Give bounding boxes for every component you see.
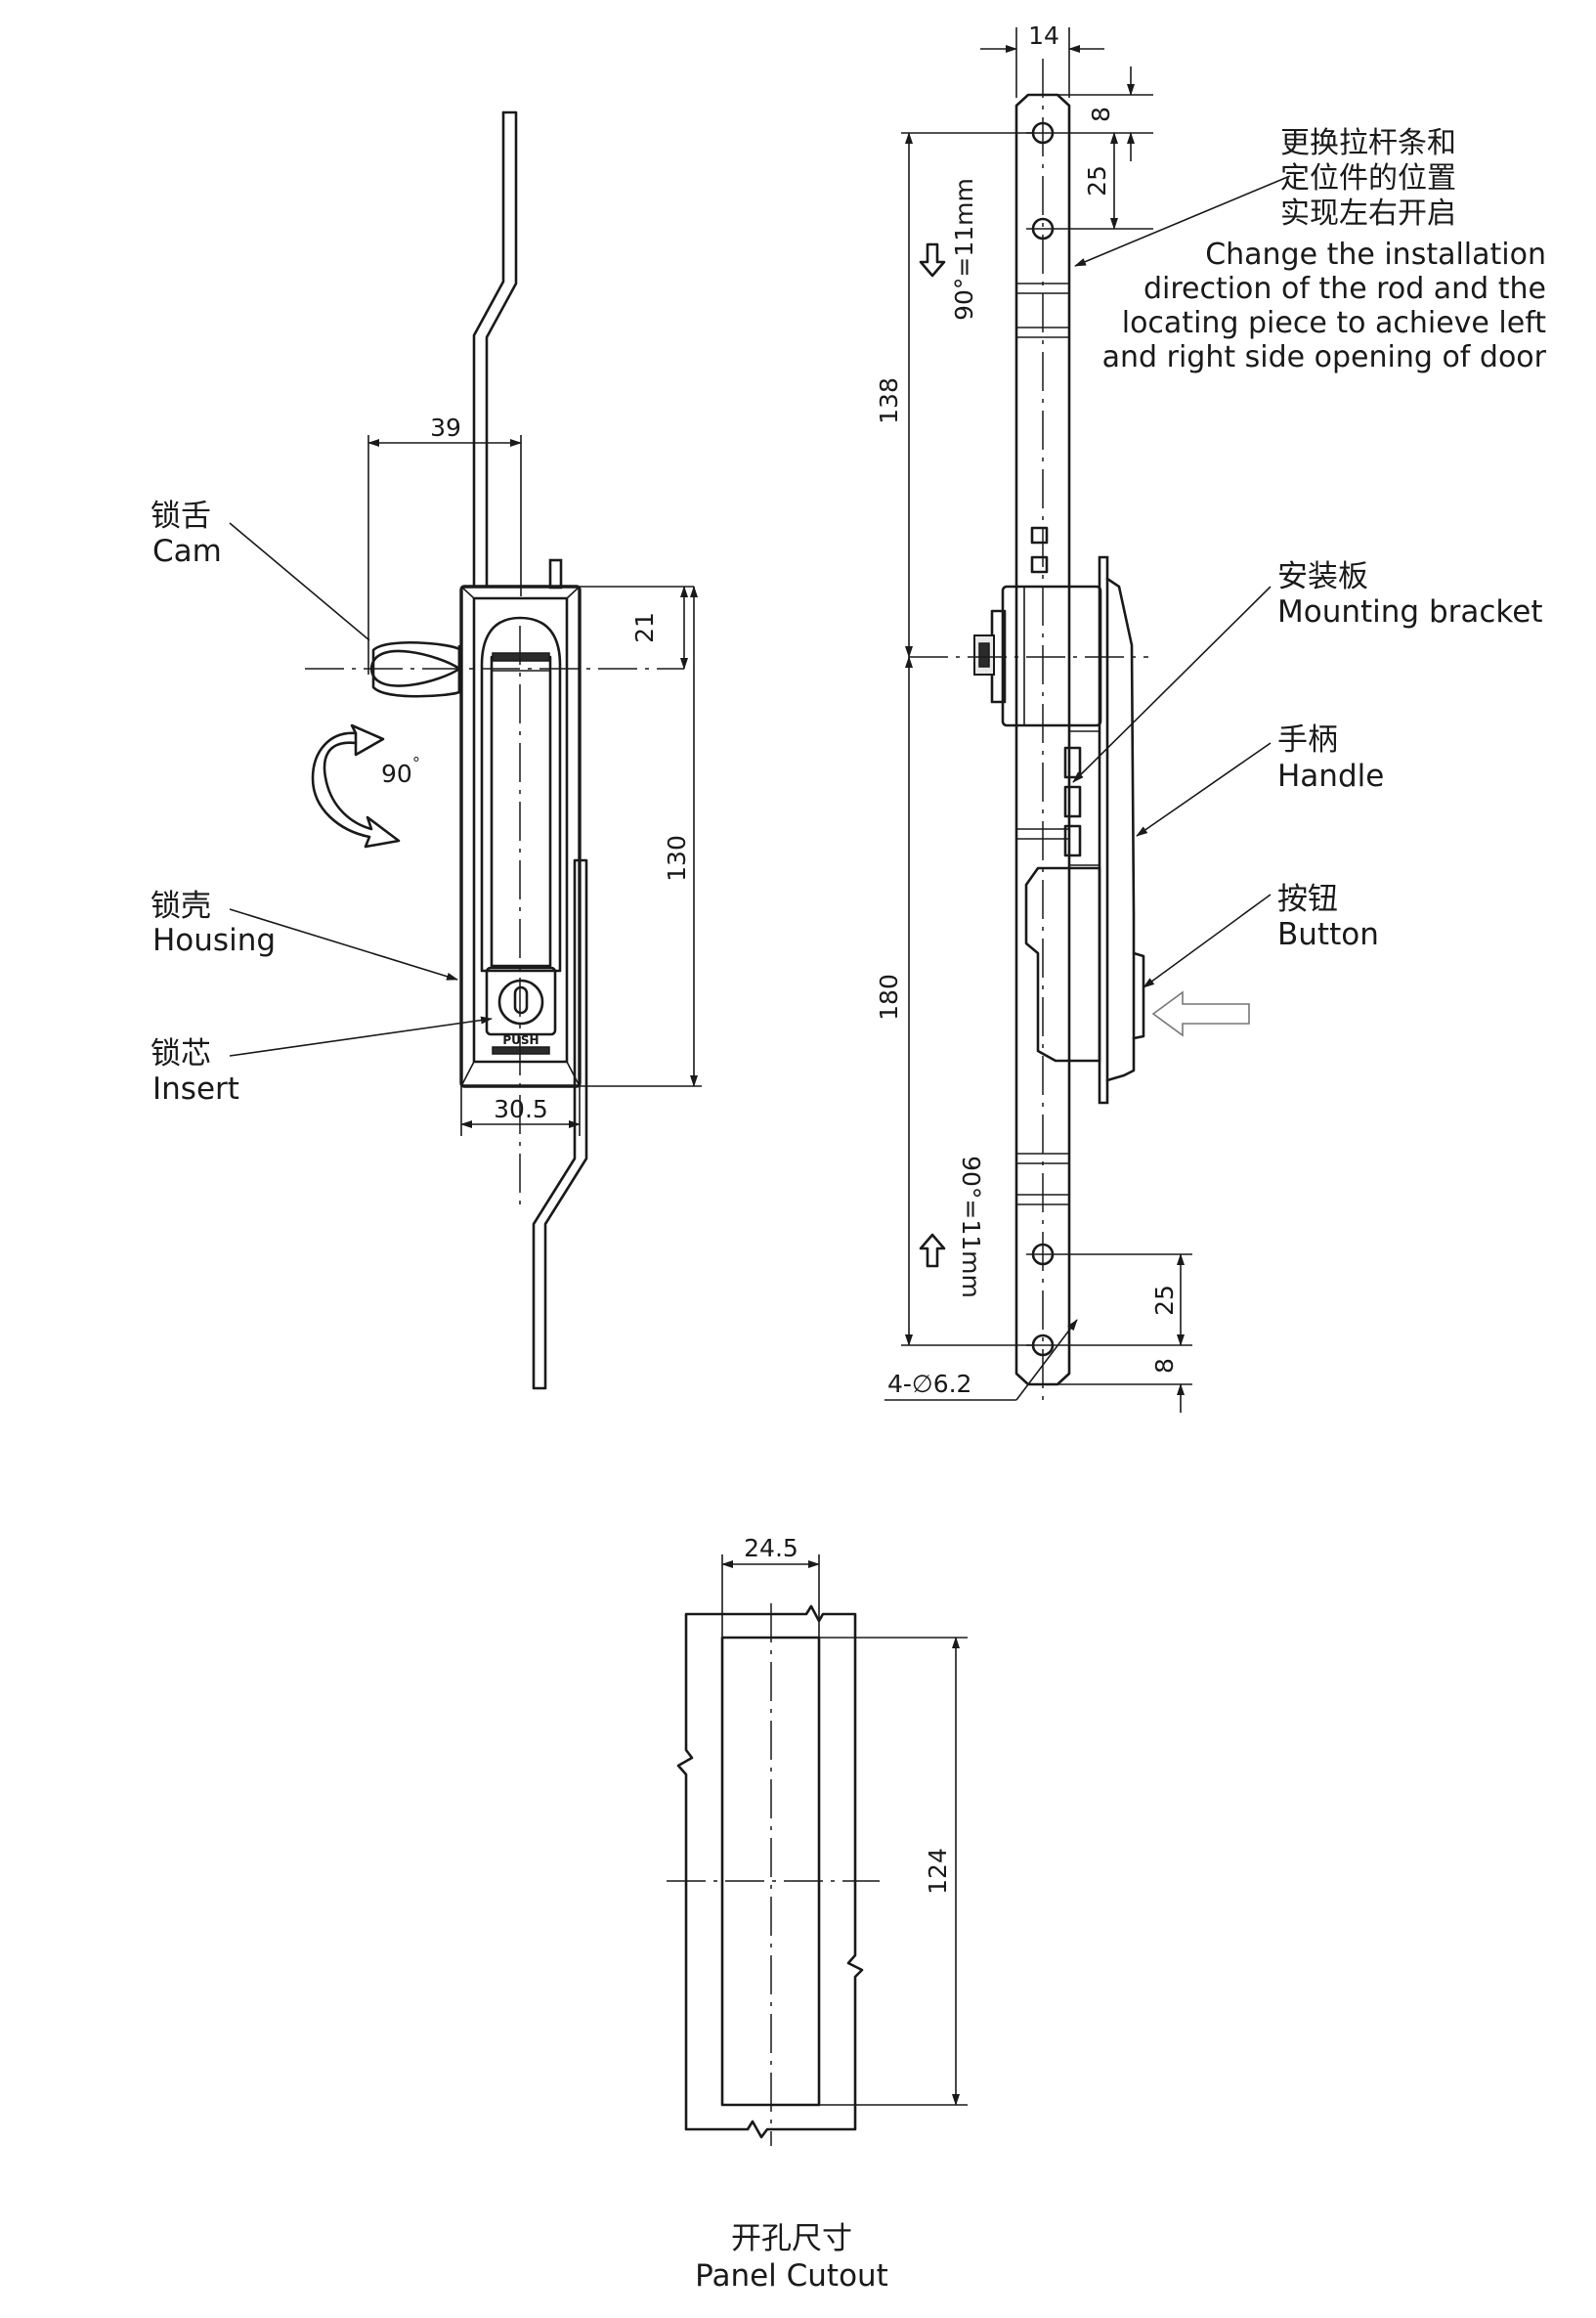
travel-arrow-up-icon bbox=[919, 1233, 946, 1268]
cam-leader bbox=[229, 522, 370, 641]
cam-label-cn: 锁舌 bbox=[151, 499, 211, 534]
cutout-title-cn: 开孔尺寸 bbox=[731, 2221, 852, 2256]
note-en-line-2: direction of the rod and the bbox=[1143, 272, 1546, 306]
insert-lock-cylinder: PUSH bbox=[485, 966, 557, 1055]
note-cn-line-3: 实现左右开启 bbox=[1280, 197, 1456, 231]
svg-text:24.5: 24.5 bbox=[744, 1534, 798, 1562]
travel-top: 90°=11mm bbox=[950, 178, 978, 321]
insert-label-en: Insert bbox=[152, 1072, 239, 1107]
svg-text:25: 25 bbox=[1083, 165, 1111, 197]
dim-21: 21 bbox=[580, 586, 694, 670]
svg-text:14: 14 bbox=[1028, 22, 1059, 50]
note-cn-line-2: 定位件的位置 bbox=[1280, 161, 1456, 196]
svg-text:39: 39 bbox=[430, 414, 461, 442]
handle-leader bbox=[1136, 742, 1272, 837]
note-en-line-3: locating piece to achieve left bbox=[1122, 306, 1546, 340]
handle-label-cn: 手柄 bbox=[1277, 722, 1338, 758]
front-top-pin bbox=[548, 558, 563, 590]
note-cn-line-1: 更换拉杆条和 bbox=[1280, 126, 1456, 160]
rotation-arrow-icon bbox=[311, 723, 401, 849]
svg-text:30.5: 30.5 bbox=[494, 1095, 548, 1123]
button-label-cn: 按钮 bbox=[1277, 882, 1338, 917]
cutout-title-en: Panel Cutout bbox=[695, 2258, 888, 2294]
dim-24-5: 24.5 bbox=[721, 1534, 820, 1638]
note-leader bbox=[1074, 175, 1291, 267]
dim-30-5: 30.5 bbox=[460, 1086, 581, 1136]
travel-arrow-down-icon bbox=[919, 242, 946, 278]
panel-cutout: 24.5 124 开孔尺寸 Panel Cutout bbox=[667, 1534, 968, 2294]
handle-grip bbox=[480, 616, 562, 973]
front-view: PUSH 39 21 130 30.5 bbox=[151, 110, 702, 1390]
handle-label-en: Handle bbox=[1277, 759, 1384, 794]
hole-spec: 4-∅6.2 bbox=[887, 1370, 971, 1398]
side-view: 14 8 25 138 180 bbox=[875, 22, 1547, 1413]
dim-25-bottom: 25 bbox=[1059, 1253, 1192, 1346]
insert-leader bbox=[229, 1016, 493, 1057]
svg-text:130: 130 bbox=[663, 835, 691, 882]
dim-39: 39 bbox=[367, 414, 522, 675]
dim-8-bottom: 8 bbox=[1057, 1358, 1192, 1413]
svg-text:138: 138 bbox=[875, 377, 903, 424]
side-lock-body bbox=[973, 585, 1102, 727]
svg-text:180: 180 bbox=[875, 974, 903, 1021]
svg-text:21: 21 bbox=[630, 612, 659, 643]
dim-14: 14 bbox=[980, 22, 1104, 98]
bracket-leader bbox=[1072, 586, 1272, 783]
svg-text:25: 25 bbox=[1150, 1285, 1179, 1316]
bracket-label-cn: 安装板 bbox=[1277, 559, 1368, 594]
cam-label-en: Cam bbox=[152, 534, 222, 569]
front-lower-rod bbox=[532, 858, 588, 1390]
front-upper-rod bbox=[472, 110, 518, 589]
push-text: PUSH bbox=[502, 1033, 539, 1047]
housing-label-cn: 锁壳 bbox=[151, 889, 211, 924]
housing-leader bbox=[229, 908, 458, 981]
svg-text:8: 8 bbox=[1087, 107, 1115, 122]
travel-bottom: 90°=11mm bbox=[957, 1156, 985, 1298]
housing-label-en: Housing bbox=[152, 923, 276, 958]
insert-label-cn: 锁芯 bbox=[151, 1036, 211, 1072]
dim-180: 180 bbox=[875, 656, 1034, 1346]
bracket-label-en: Mounting bracket bbox=[1277, 594, 1543, 630]
cutout-panel-outline bbox=[676, 1604, 864, 2139]
handle-body bbox=[1105, 577, 1136, 1082]
button-leader bbox=[1143, 894, 1272, 988]
dim-124: 124 bbox=[819, 1637, 968, 2106]
rotation-angle: 90° bbox=[381, 754, 420, 788]
note-en-line-4: and right side opening of door bbox=[1102, 340, 1547, 374]
button-housing bbox=[1024, 866, 1101, 1063]
push-arrow-icon bbox=[1151, 990, 1250, 1037]
svg-text:8: 8 bbox=[1150, 1358, 1179, 1374]
button-label-en: Button bbox=[1277, 917, 1379, 952]
dim-8-top: 8 bbox=[1057, 66, 1153, 161]
dim-25-top: 25 bbox=[1059, 132, 1153, 230]
note-en-line-1: Change the installation bbox=[1205, 238, 1546, 272]
svg-text:124: 124 bbox=[924, 1848, 952, 1895]
dim-130: 130 bbox=[580, 586, 702, 1087]
dim-138: 138 bbox=[875, 132, 1034, 658]
button bbox=[1132, 951, 1145, 1040]
